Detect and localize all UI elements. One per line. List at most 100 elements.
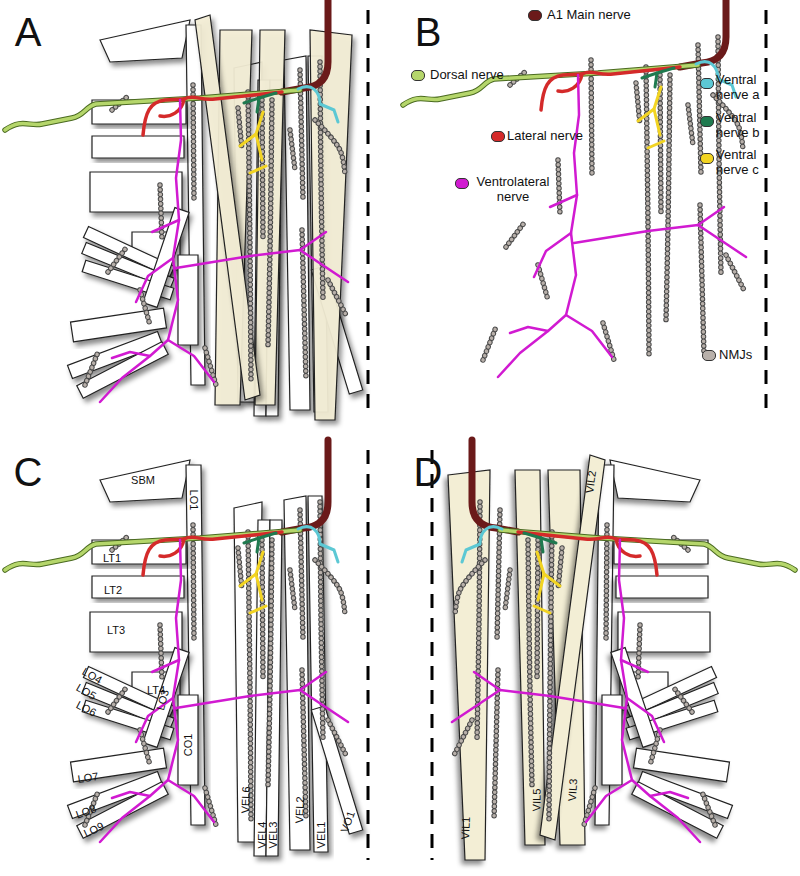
nmj-bead (290, 570, 295, 610)
panel-letter: D (414, 452, 443, 492)
nerve-branch (627, 698, 664, 742)
nmj-outline (454, 720, 472, 755)
nmj-outline (646, 67, 649, 355)
legend-text: Lateral nerve (507, 129, 583, 144)
nerve-branch (282, 0, 328, 92)
midline-dash (367, 10, 370, 410)
muscle-label: SBM (131, 475, 155, 486)
muscle-label: LT3 (107, 625, 125, 636)
legend-swatch (455, 178, 469, 189)
lateral-muscle (178, 255, 198, 345)
nerve-branch (300, 232, 326, 250)
muscle-label: LO7 (77, 771, 99, 785)
nmj-bead (315, 560, 345, 615)
lateral-muscle (77, 342, 168, 398)
lateral-muscle (610, 460, 700, 502)
nerve-branch (648, 141, 664, 148)
legend-text: A1 Main nerve (547, 8, 631, 23)
nmj-outline (549, 532, 552, 820)
nmj-outline (315, 560, 345, 615)
nmj-outline (538, 265, 548, 300)
muscle-label: VEL6 (240, 786, 252, 813)
external-muscle (284, 56, 310, 410)
nmj-bead (248, 92, 251, 380)
nmj-outline (328, 280, 346, 315)
nmj-outline (505, 570, 510, 610)
nmj-bead (638, 625, 640, 680)
nmj-outline (248, 532, 251, 820)
panel-c (5, 440, 368, 860)
nerve-branch (112, 792, 150, 798)
nmj-outline (591, 60, 592, 175)
nerve-branch (168, 780, 214, 822)
midline-dash (765, 10, 768, 410)
nmj-bead (140, 730, 150, 765)
nerve-branch (298, 527, 338, 562)
nerve-branch (650, 792, 688, 798)
nerve-branch (566, 315, 612, 357)
nerve-branch (534, 233, 571, 277)
muscle-label: VIL5 (531, 789, 542, 812)
nerve-branch (621, 660, 648, 672)
nmj-bead (726, 255, 744, 290)
panel-letter: A (15, 12, 42, 52)
nerve-branch (586, 780, 632, 822)
nmj-group (85, 502, 346, 825)
nerve-branch (168, 340, 214, 382)
nerve-branch (541, 538, 543, 552)
nmj-outline (160, 185, 162, 240)
nerve-branch (619, 540, 700, 842)
nmj-bead (290, 130, 295, 170)
nerve-branch (282, 440, 328, 532)
external-muscle (311, 706, 362, 834)
nmj-outline (248, 92, 251, 380)
nmj-outline (140, 290, 150, 325)
nmj-bead (262, 100, 263, 240)
lateral-muscle (92, 136, 184, 158)
legend-swatch (528, 10, 542, 21)
legend-text: Ventral nerve c (716, 148, 776, 178)
nmj-bead (140, 290, 150, 325)
lateral-muscle (178, 695, 198, 785)
nmj-outline (268, 540, 272, 785)
lateral-muscle (90, 172, 182, 212)
nmj-bead (646, 67, 649, 355)
nmj-bead (660, 75, 661, 215)
nmj-outline (262, 100, 263, 240)
lateral-muscle (100, 460, 190, 502)
nmj-bead (455, 560, 485, 615)
panel-a (5, 0, 368, 420)
nerve-branch (538, 574, 544, 600)
panel-d (432, 440, 795, 860)
nmj-bead (85, 352, 98, 385)
muscle-label: VEL2 (294, 796, 306, 823)
nerve-branch (574, 225, 746, 257)
nmj-outline (606, 525, 607, 640)
nerve-branch (452, 690, 624, 722)
nerve-branch (100, 100, 181, 402)
nerve-group (5, 0, 348, 402)
legend-text: Ventrolateral nerve (468, 175, 558, 205)
internal-muscle (540, 455, 605, 840)
nerve-branch (462, 527, 502, 562)
nmj-outline (193, 525, 194, 640)
nmj-bead (248, 532, 251, 820)
nerve-branch (100, 540, 181, 842)
nmj-outline (108, 688, 126, 712)
nmj-outline (528, 540, 532, 785)
muscle-label: VEL3 (268, 822, 279, 849)
nmj-bead (650, 730, 660, 765)
nmj-outline (268, 100, 272, 345)
nerve-branch (498, 75, 579, 377)
panel-b (403, 0, 766, 410)
lateral-muscle (90, 612, 182, 652)
nmj-outline (666, 75, 670, 320)
muscle-label: CO1 (183, 734, 194, 757)
nmj-bead (483, 327, 496, 360)
nerve-branch (240, 552, 263, 586)
nmj-outline (290, 570, 295, 610)
nerve-branch (250, 606, 266, 613)
internal-muscle (515, 470, 545, 845)
nerve-branch (257, 538, 259, 552)
